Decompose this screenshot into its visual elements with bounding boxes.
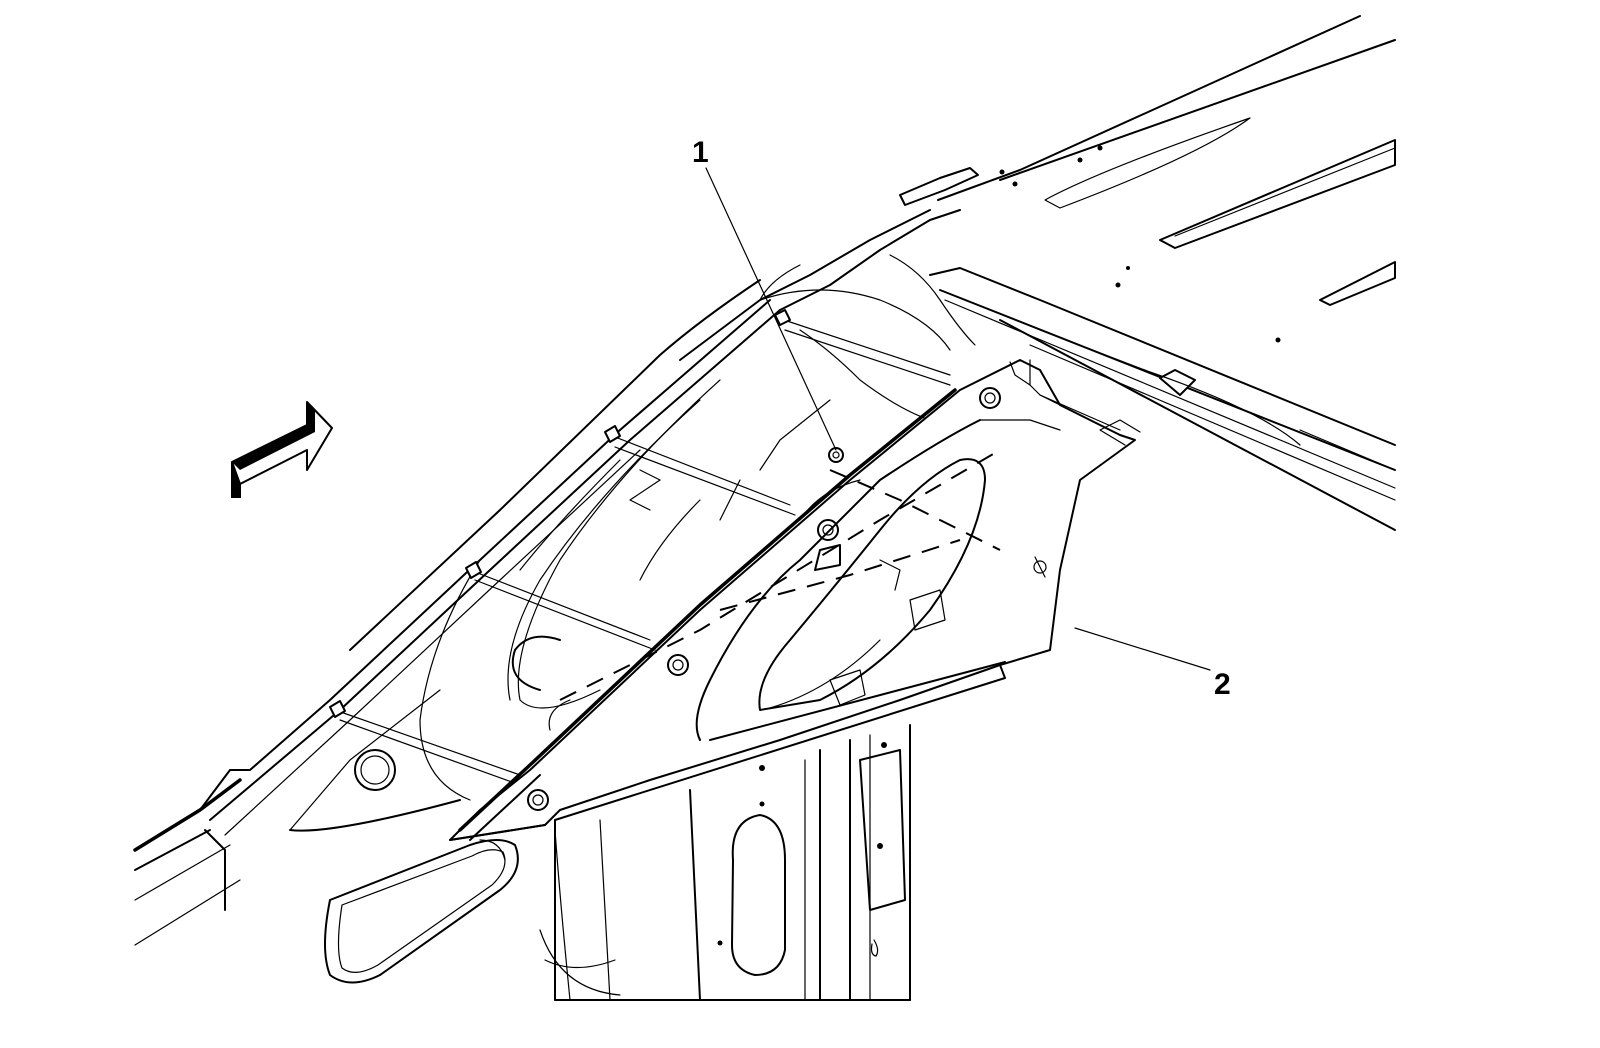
a-pillar-frame xyxy=(133,167,979,946)
trim-fasteners xyxy=(527,387,1001,811)
roof-side-rail xyxy=(929,267,1396,531)
fastener-grommet xyxy=(979,387,1001,409)
callout-1-leader xyxy=(705,167,837,451)
windshield-pillar-trim-panel xyxy=(449,359,1141,841)
fastener-grommet xyxy=(817,519,839,541)
fastener-grommet xyxy=(828,447,844,463)
inner-pillar-panel xyxy=(289,254,976,832)
roof-panel xyxy=(937,15,1396,343)
callout-1-label: 1 xyxy=(692,136,709,169)
fastener-guides xyxy=(329,309,951,786)
callout-2-leader xyxy=(1074,627,1211,671)
front-direction-arrow-icon xyxy=(231,401,333,498)
fastener-grommet xyxy=(667,654,689,676)
body-pillar xyxy=(539,724,911,1001)
callout-2-label: 2 xyxy=(1214,668,1231,701)
callout-leaders xyxy=(705,167,1211,671)
fastener-grommet xyxy=(527,789,549,811)
door-opening-seal xyxy=(324,839,519,984)
